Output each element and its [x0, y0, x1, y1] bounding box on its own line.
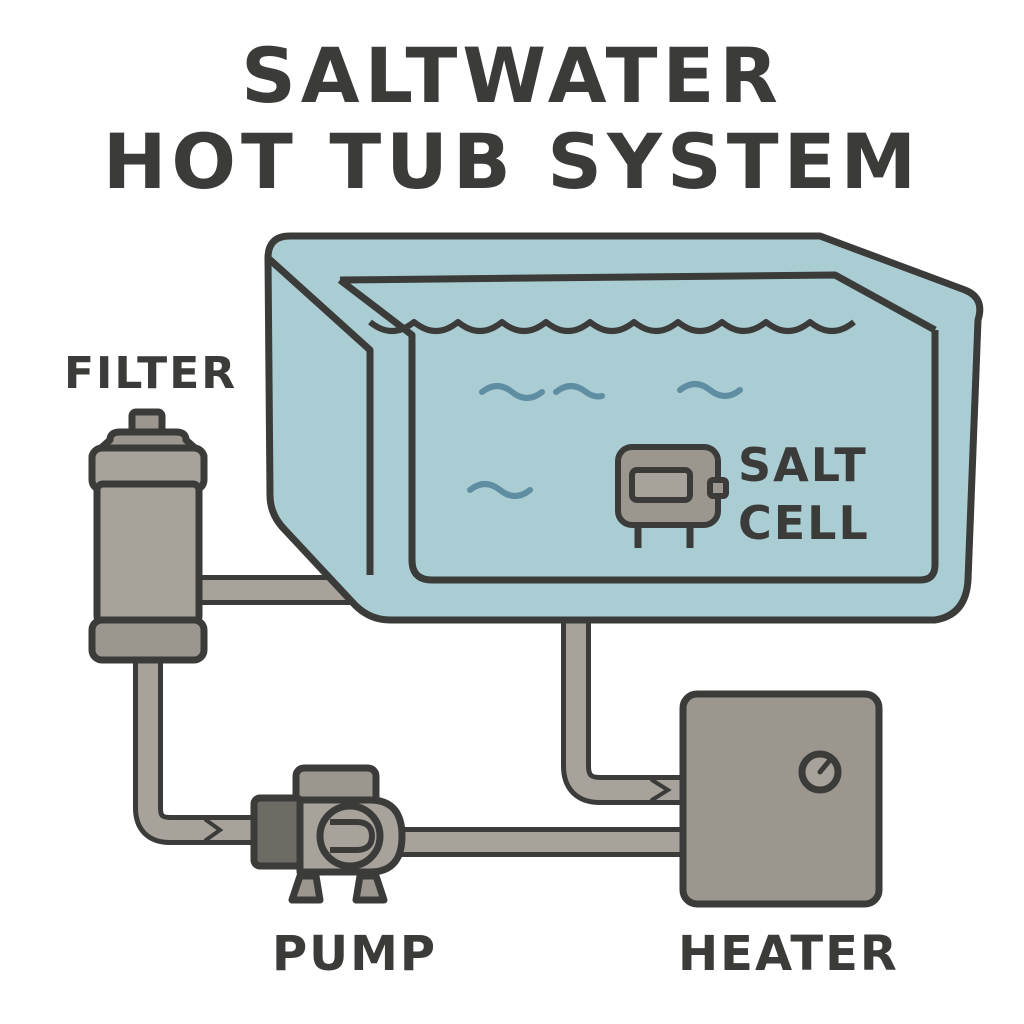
filter-label: FILTER	[64, 348, 238, 399]
arrow-icon	[650, 778, 672, 802]
tub-inner-side	[337, 277, 939, 584]
pipe-filter-to-pump	[133, 645, 270, 845]
page-title-line-1: SALTWATER	[241, 31, 783, 120]
page-title-line-2: HOT TUB SYSTEM	[102, 117, 922, 206]
water-ripple	[553, 383, 605, 400]
arrow-icon	[204, 818, 224, 842]
water-ripple	[479, 383, 545, 401]
salt-cell-label-line-2: CELL	[738, 496, 870, 550]
salt-cell-label-line-1: SALT	[738, 438, 868, 492]
heater-box-icon	[679, 690, 883, 908]
water-surface	[368, 319, 856, 334]
heater-label: HEATER	[678, 926, 899, 982]
dial-icon	[798, 750, 842, 794]
water-ripple	[467, 481, 533, 499]
tub-side-panel	[265, 255, 374, 575]
pump-label: PUMP	[272, 926, 438, 982]
flow-arrows	[204, 778, 672, 842]
tub-inner-rim	[339, 271, 937, 334]
water-ripple	[677, 381, 743, 399]
filter-canister-icon	[88, 408, 208, 664]
salt-cell-icon	[615, 444, 729, 548]
pipes	[133, 463, 705, 857]
tub-icon	[264, 232, 984, 624]
pump-icon	[250, 764, 406, 904]
